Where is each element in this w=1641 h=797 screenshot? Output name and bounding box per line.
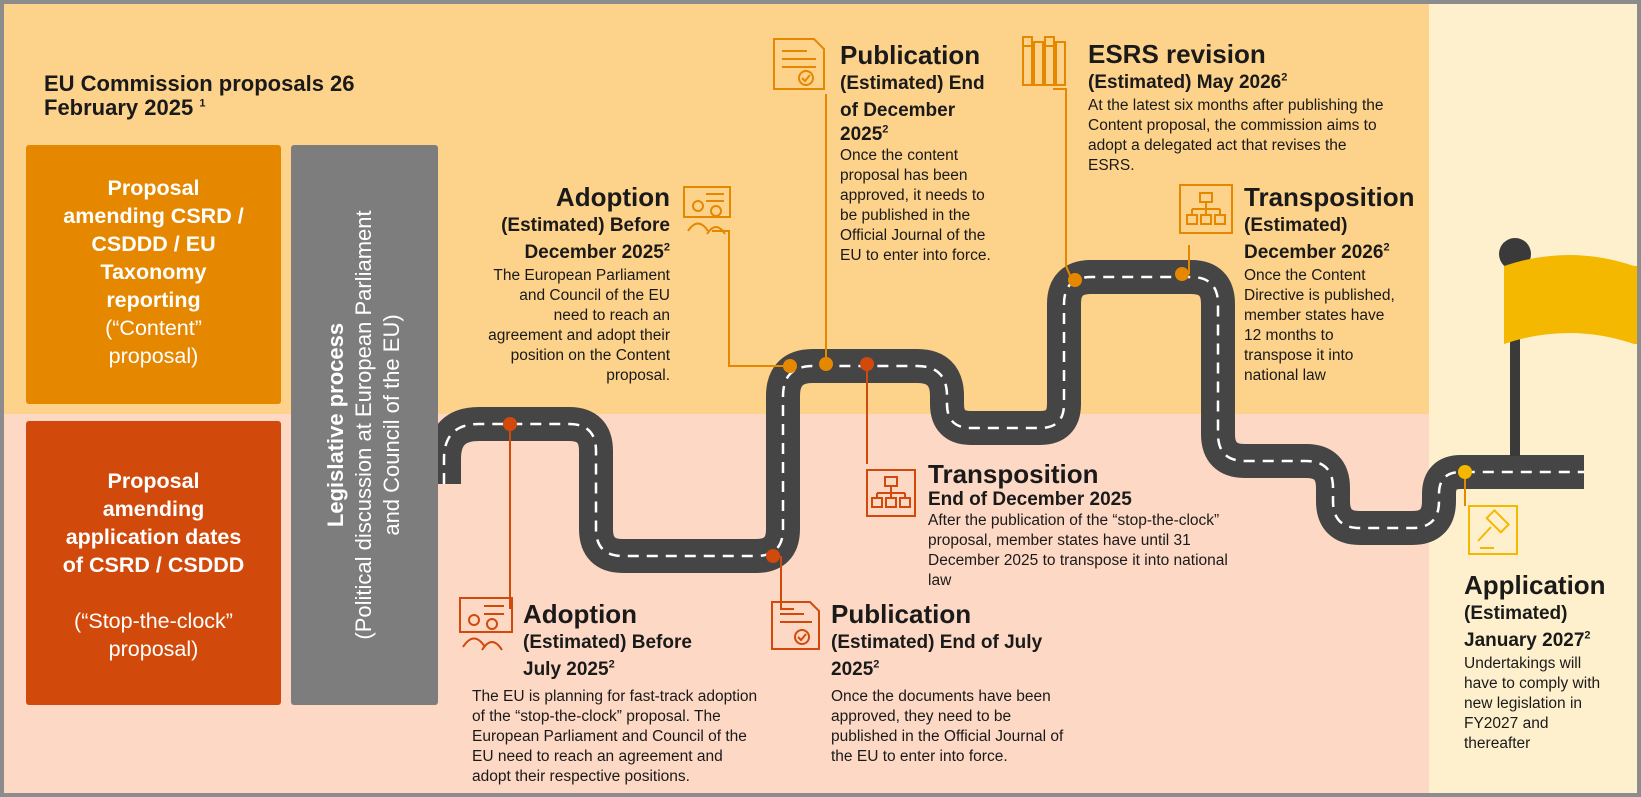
milestone-date: January 2027 bbox=[1464, 630, 1585, 651]
milestone-title: Transposition bbox=[928, 459, 1099, 489]
milestone-esrs-revision: ESRS revision (Estimated) May 20262 At t… bbox=[1088, 39, 1384, 176]
box-line: Proposal bbox=[107, 469, 200, 493]
milestone-date: December 2026 bbox=[1244, 242, 1384, 263]
box-line: proposal) bbox=[108, 637, 199, 661]
milestone-description: Once the Content Directive is published,… bbox=[1244, 267, 1395, 384]
page-title: EU Commission proposals 26 February 2025… bbox=[44, 72, 355, 120]
milestone-dot-transposition-stop bbox=[860, 357, 874, 371]
box-line: Proposal bbox=[107, 176, 200, 200]
footnote-marker: 2 bbox=[663, 241, 670, 254]
milestone-description: Undertakings will have to comply with ne… bbox=[1464, 655, 1601, 752]
milestone-transposition-content: Transposition (Estimated) December 20262… bbox=[1244, 182, 1414, 386]
content-proposal-box: Proposal amending CSRD / CSDDD / EU Taxo… bbox=[26, 145, 281, 404]
legislative-process-desc: and Council of the EU) bbox=[379, 314, 404, 536]
connector-esrs-revision bbox=[1053, 88, 1073, 281]
milestone-date: 2025 bbox=[831, 659, 874, 680]
roadmap-road bbox=[427, 36, 1637, 651]
page-title-line1: EU Commission proposals 26 bbox=[44, 71, 355, 96]
footnote-marker: 2 bbox=[1281, 71, 1288, 84]
footnote-marker: 2 bbox=[1584, 629, 1591, 642]
document-check-icon bbox=[771, 601, 820, 650]
stop-the-clock-proposal-box: Proposal amending application dates of C… bbox=[26, 421, 281, 705]
application-background bbox=[1429, 4, 1637, 793]
meeting-board-icon bbox=[459, 597, 513, 651]
box-line: CSDDD / EU bbox=[91, 232, 216, 256]
milestone-title: Transposition bbox=[1244, 182, 1415, 212]
box-line: (“Content” bbox=[105, 316, 202, 340]
milestone-dot-publication-content bbox=[819, 357, 833, 371]
milestone-title: Adoption bbox=[555, 182, 670, 212]
milestone-dot-publication-stop bbox=[766, 549, 780, 563]
milestone-date: 2025 bbox=[840, 124, 883, 145]
footnote-marker: 1 bbox=[199, 97, 206, 110]
footnote-marker: 2 bbox=[882, 123, 889, 136]
milestone-date: (Estimated) May 2026 bbox=[1088, 72, 1282, 93]
org-chart-icon bbox=[1179, 184, 1233, 234]
milestone-dot-adoption-content bbox=[783, 359, 797, 373]
flag-icon bbox=[1499, 238, 1637, 456]
milestone-date: (Estimated) bbox=[1464, 603, 1568, 624]
milestone-date: (Estimated) bbox=[1244, 215, 1348, 236]
milestone-date: July 2025 bbox=[523, 659, 609, 680]
milestone-dot-transposition-content bbox=[1175, 267, 1189, 281]
milestone-dot-adoption-stop bbox=[503, 417, 517, 431]
milestone-publication-content: Publication (Estimated) End of December … bbox=[840, 40, 991, 266]
milestone-date: (Estimated) End of July bbox=[831, 632, 1043, 653]
footnote-marker: 2 bbox=[608, 658, 615, 671]
milestone-adoption-stop: Adoption (Estimated) Before July 20252 bbox=[523, 599, 692, 683]
box-line: reporting bbox=[106, 288, 201, 312]
connector-adoption-content bbox=[712, 230, 790, 367]
box-line: amending bbox=[102, 497, 205, 521]
box-line: application dates bbox=[65, 525, 242, 549]
milestone-description: The European Parliament and Council of t… bbox=[488, 267, 670, 384]
milestone-description: Once the documents have been approved, t… bbox=[831, 688, 1064, 765]
legislative-process-box: Legislative process (Political discussio… bbox=[291, 145, 438, 705]
milestone-title: Publication bbox=[840, 40, 981, 70]
milestone-date: December 2025 bbox=[524, 242, 664, 263]
milestone-title: Application bbox=[1464, 570, 1606, 600]
org-chart-icon bbox=[866, 469, 916, 517]
box-line: Taxonomy bbox=[100, 260, 207, 284]
milestone-date: (Estimated) Before bbox=[501, 215, 670, 236]
milestone-date: (Estimated) Before bbox=[523, 632, 692, 653]
milestone-date: End of December 2025 bbox=[928, 489, 1132, 510]
books-icon bbox=[1022, 36, 1066, 86]
milestone-transposition-stop: Transposition End of December 2025 After… bbox=[928, 459, 1228, 591]
box-line: of CSRD / CSDDD bbox=[62, 553, 245, 577]
milestone-dot-application bbox=[1458, 465, 1472, 479]
legislative-process-desc: (Political discussion at European Parlia… bbox=[351, 210, 376, 640]
footnote-marker: 2 bbox=[873, 658, 880, 671]
box-line: proposal) bbox=[108, 344, 199, 368]
milestone-title: Adoption bbox=[523, 599, 638, 629]
page-title-line2: February 2025 bbox=[44, 95, 194, 120]
document-check-icon bbox=[773, 38, 825, 90]
milestone-title: ESRS revision bbox=[1088, 39, 1266, 69]
milestone-application: Application (Estimated) January 20272 Un… bbox=[1464, 570, 1606, 754]
gavel-icon bbox=[1468, 505, 1518, 555]
milestone-description: Once the content proposal has been appro… bbox=[840, 147, 991, 264]
milestone-description: After the publication of the “stop-the-c… bbox=[928, 512, 1228, 589]
milestone-description: At the latest six months after publishin… bbox=[1088, 97, 1384, 174]
milestone-publication-stop: Publication (Estimated) End of July 2025… bbox=[831, 599, 1063, 767]
footnote-marker: 2 bbox=[1383, 241, 1390, 254]
box-line: (“Stop-the-clock” bbox=[74, 609, 233, 633]
milestone-date: of December bbox=[840, 100, 956, 121]
legislative-process-title: Legislative process bbox=[323, 322, 348, 528]
milestone-dot-esrs-revision bbox=[1068, 273, 1082, 287]
milestone-adoption-content: Adoption (Estimated) Before December 202… bbox=[501, 182, 670, 266]
milestone-title: Publication bbox=[831, 599, 972, 629]
milestone-date: (Estimated) End bbox=[840, 73, 985, 94]
connector-publication-stop bbox=[780, 556, 794, 610]
milestone-description: The EU is planning for fast-track adopti… bbox=[472, 688, 758, 785]
box-line: amending CSRD / bbox=[63, 204, 244, 228]
meeting-board-icon bbox=[683, 186, 731, 235]
